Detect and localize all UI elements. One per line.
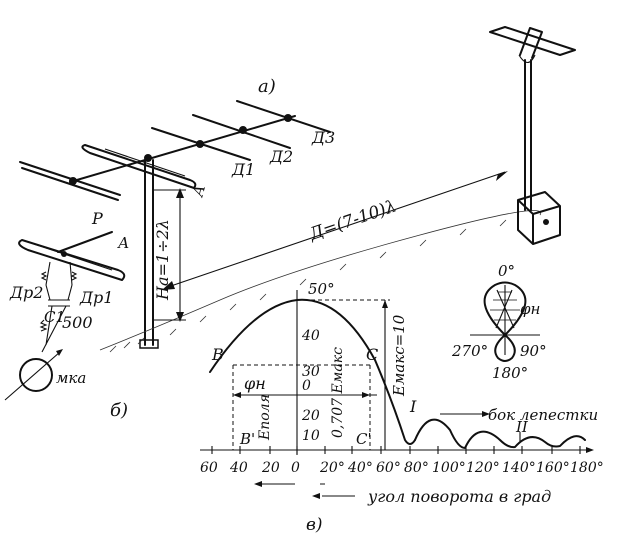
director-1-label: Д1 bbox=[231, 160, 255, 179]
lobe-ii-label: II bbox=[515, 418, 529, 436]
x-tick: 160° bbox=[536, 460, 570, 476]
point-b-label: B bbox=[211, 345, 224, 364]
x-tick: 20 bbox=[261, 460, 280, 476]
distance-label: Д=(7-10)λ bbox=[306, 196, 399, 245]
point-c-label: C bbox=[366, 345, 378, 364]
x-tick: 40° bbox=[347, 460, 373, 476]
x-tick: 100° bbox=[432, 460, 466, 476]
y-tick-10: 10 bbox=[302, 428, 320, 444]
x-tick: 40 bbox=[229, 460, 248, 476]
polar-270-label: 270° bbox=[451, 342, 488, 360]
e-max-0707-label: 0,707 Eмакс bbox=[330, 347, 346, 438]
director-3-label: Д3 bbox=[311, 128, 335, 147]
y-tick-20: 20 bbox=[301, 408, 320, 424]
polar-0-label: 0° bbox=[498, 262, 515, 280]
x-tick: 80° bbox=[404, 460, 429, 476]
peak-angle-label: 50° bbox=[308, 280, 335, 298]
x-tick: 60 bbox=[200, 460, 218, 476]
transmitter-box bbox=[517, 191, 561, 245]
capacitor-value-label: 500 bbox=[62, 313, 93, 332]
part-a-sub-label: А bbox=[117, 234, 129, 252]
polar-180-label: 180° bbox=[492, 364, 528, 382]
polar-main-lobe bbox=[483, 281, 527, 336]
mast-height-label: Hа=1÷2λ bbox=[153, 219, 172, 301]
active-dipole-element bbox=[81, 144, 197, 189]
e-max-label: Eмакс=10 bbox=[390, 314, 408, 397]
measurement-circuit bbox=[4, 231, 126, 401]
e-field-label: Eполя bbox=[257, 394, 273, 441]
director-3-element bbox=[236, 100, 331, 133]
meter-leads bbox=[41, 305, 67, 353]
x-tick: 60° bbox=[376, 460, 401, 476]
side-lobe-curve bbox=[414, 418, 586, 449]
y-tick-30: 30 bbox=[302, 364, 320, 380]
reflector-label: Р bbox=[91, 209, 103, 228]
active-label: А bbox=[188, 183, 209, 200]
transmitting-antenna bbox=[489, 26, 576, 245]
polar-back-lobe bbox=[494, 334, 516, 362]
capacitor-label: C1 bbox=[44, 308, 65, 326]
x-axis-label: угол поворота в град bbox=[367, 487, 551, 506]
x-tick: 120° bbox=[466, 460, 500, 476]
phi-h-chart-label: φн bbox=[244, 374, 266, 393]
polar-phi-label: φн bbox=[520, 300, 540, 318]
microammeter bbox=[19, 358, 53, 392]
distance-dimension-line bbox=[164, 171, 506, 289]
polar-pattern bbox=[470, 281, 540, 362]
pattern-chart bbox=[200, 290, 594, 499]
main-lobe-curve bbox=[209, 298, 416, 445]
part-b-label: б) bbox=[110, 400, 128, 421]
x-tick: 180° bbox=[570, 460, 604, 476]
x-tick: 20° bbox=[319, 460, 345, 476]
capacitor bbox=[45, 284, 73, 307]
choke-2-label: Др2 bbox=[9, 283, 43, 302]
x-tick: 140° bbox=[502, 460, 536, 476]
meter-label: мка bbox=[56, 369, 86, 387]
point-c-prime-label: C' bbox=[356, 430, 372, 448]
antenna-boom bbox=[69, 115, 296, 183]
side-lobes-label: бок лепестки bbox=[488, 406, 598, 424]
choke-1-label: Др1 bbox=[79, 288, 113, 307]
antenna-mast bbox=[144, 159, 154, 346]
part-v-label: в) bbox=[306, 515, 323, 535]
active-dipole-detail bbox=[18, 239, 126, 281]
choke-2-wire bbox=[40, 261, 51, 286]
director-2-label: Д2 bbox=[269, 147, 293, 166]
polar-90-label: 90° bbox=[520, 342, 547, 360]
x-tick-labels: 60 40 20 0 20° 40° 60° 80° 100° 120° 140… bbox=[200, 460, 604, 476]
part-a-label: а) bbox=[258, 76, 276, 97]
lobe-i-label: I bbox=[409, 397, 417, 416]
x-tick: 0 bbox=[291, 460, 300, 476]
yagi-antenna-assembly bbox=[19, 100, 542, 353]
choke-1-wire bbox=[69, 261, 78, 286]
y-tick-0: 0 bbox=[302, 378, 311, 394]
y-tick-40: 40 bbox=[301, 328, 320, 344]
point-b-prime-label: B' bbox=[239, 430, 255, 448]
ground-line bbox=[99, 210, 542, 351]
